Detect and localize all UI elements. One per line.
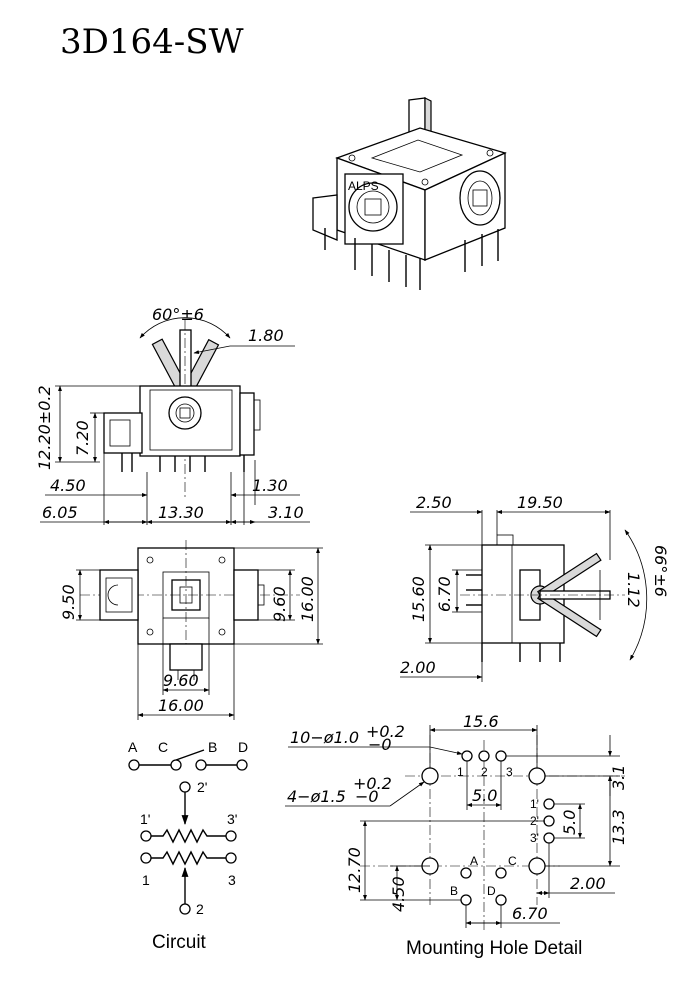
side-angle-dim: 66°±6 [651, 545, 670, 597]
circuit-switch-c: C [158, 739, 168, 755]
mount-switch-b: B [450, 884, 458, 898]
circuit-pin-1-prime: 1' [140, 811, 150, 827]
mount-hole-large [528, 857, 546, 875]
top-left-dim: 9.50 [59, 584, 78, 620]
circuit-pin-3: 3 [228, 872, 236, 888]
front-bottom-right-dim: 3.10 [268, 503, 304, 522]
side-view: 2.50 19.50 15.60 6.70 1.12 66°±6 2.00 [400, 493, 670, 682]
mounting-hole-detail: 1 2 3 1' 2' 3' A C B D 10−ø1.0 +0.2 −0 4… [285, 712, 628, 959]
top-right-inner-dim: 9.60 [270, 586, 289, 622]
side-top-right-dim: 19.50 [517, 493, 563, 512]
mount-width-dim: 15.6 [463, 712, 499, 731]
mount-right-top-dim: 3.1 [609, 765, 628, 790]
mount-right-offset-dim: 2.00 [570, 874, 606, 893]
circuit-diagram: A C B D 2' 1' 3' 1 3 2 Circuit [128, 739, 248, 953]
mount-hole-large [528, 767, 546, 785]
mount-top-pin-3: 3 [506, 765, 513, 779]
mount-pitch-h-dim: 5.0 [472, 786, 497, 805]
top-right-outer-dim: 16.00 [298, 576, 317, 622]
front-view: 60°±6 1.80 12.20±0.2 7.20 4.50 1.30 6.05… [35, 305, 310, 525]
circuit-pin-1: 1 [142, 872, 150, 888]
front-bottom-mid-dim: 13.30 [158, 503, 204, 522]
side-base-dim: 2.00 [400, 658, 436, 677]
side-height-outer-dim: 15.60 [409, 576, 428, 622]
front-stick-width-dim: 1.80 [248, 326, 284, 345]
mount-left-offset-dim: 4.50 [389, 876, 408, 912]
top-bottom-inner-dim: 9.60 [163, 671, 199, 690]
circuit-pin-3-prime: 3' [227, 811, 237, 827]
mount-hole-large [421, 767, 439, 785]
mount-switch-d: D [487, 884, 496, 898]
mount-holes-large-tol-minus: −0 [355, 787, 379, 806]
iso-mark: ALPS [348, 179, 379, 193]
circuit-caption: Circuit [152, 932, 207, 953]
front-right-offset-dim: 1.30 [252, 476, 288, 495]
mount-switch-a: A [470, 854, 478, 868]
front-mid-height-dim: 7.20 [73, 420, 92, 456]
mount-holes-large-label: 4−ø1.5 [287, 787, 346, 806]
mount-right-height-dim: 13.3 [609, 809, 628, 845]
front-left-offset-dim: 4.50 [50, 476, 86, 495]
mount-holes-small-label: 10−ø1.0 [290, 728, 359, 747]
circuit-pin-2-prime: 2' [197, 779, 207, 795]
mount-side-pin-1p: 1' [530, 797, 539, 811]
top-view: 9.50 9.60 16.00 9.60 16.00 [59, 540, 323, 720]
front-bottom-left-dim: 6.05 [42, 503, 78, 522]
mount-holes-large-tol-plus: +0.2 [353, 774, 392, 793]
side-small-dim: 1.12 [624, 572, 643, 608]
isometric-view: ALPS [312, 97, 507, 290]
mount-holes-small-tol-plus: +0.2 [366, 722, 405, 741]
circuit-switch-d: D [238, 739, 248, 755]
side-height-inner-dim: 6.70 [435, 576, 454, 612]
mount-pitch-v-dim: 5.0 [560, 810, 579, 835]
mount-top-pin-2: 2 [481, 765, 488, 779]
circuit-switch-b: B [208, 739, 217, 755]
top-bottom-outer-dim: 16.00 [158, 696, 204, 715]
mount-bottom-pitch-dim: 6.70 [512, 904, 548, 923]
part-number-title: 3D164-SW [60, 22, 244, 62]
circuit-pin-2: 2 [196, 901, 204, 917]
circuit-switch-a: A [128, 739, 138, 755]
front-height-dim: 12.20±0.2 [35, 385, 54, 470]
mount-side-pin-3p: 3' [530, 831, 539, 845]
mount-top-pin-1: 1 [457, 765, 464, 779]
side-top-left-dim: 2.50 [416, 493, 452, 512]
mount-holes-small-tol-minus: −0 [368, 735, 392, 754]
mount-switch-c: C [508, 854, 517, 868]
front-angle-dim: 60°±6 [152, 305, 204, 324]
mount-left-height-dim: 12.70 [345, 847, 364, 893]
mounting-caption: Mounting Hole Detail [406, 938, 582, 959]
